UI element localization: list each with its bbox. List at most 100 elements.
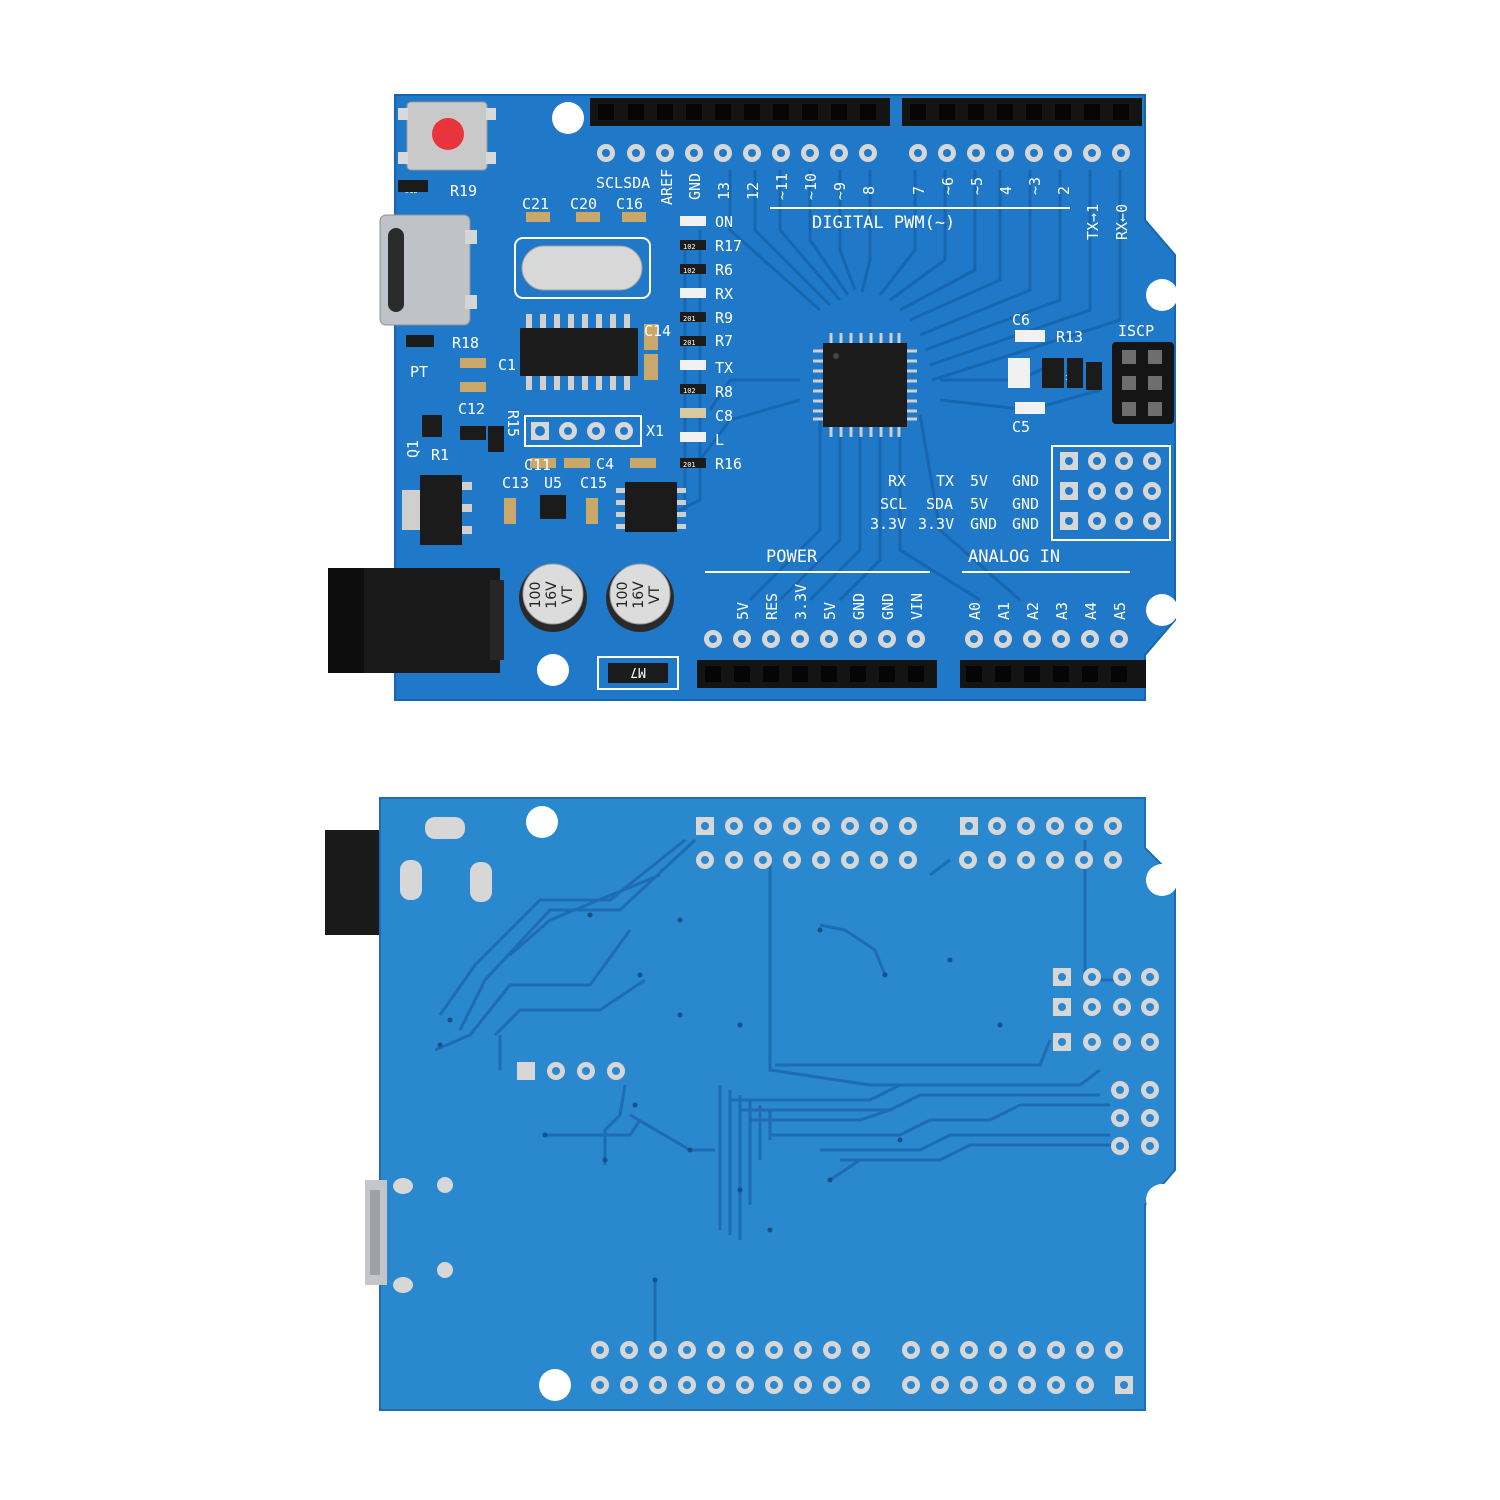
analog-header xyxy=(960,660,1146,688)
diode-m7: M7 xyxy=(597,656,679,690)
top-traces xyxy=(659,170,1122,602)
exp-label: 3.3V xyxy=(918,515,954,533)
cap1-brand: VT xyxy=(560,585,576,604)
exp-label: 3.3V xyxy=(870,515,906,533)
cap2-brand: VT xyxy=(647,585,663,604)
resistor-code: 102 xyxy=(683,267,696,275)
cap2-value: 100 xyxy=(615,582,631,609)
power-analog-pads xyxy=(704,630,1128,648)
header-x1 xyxy=(524,415,642,447)
exp-label: GND xyxy=(1012,472,1039,490)
exp-label: GND xyxy=(1012,495,1039,513)
microcontroller-chip xyxy=(813,333,917,437)
label-r13: R13 xyxy=(1056,328,1083,346)
usb-serial-chip xyxy=(520,314,638,390)
label-r7: R7 xyxy=(715,332,733,350)
pin-label-a2: A2 xyxy=(1024,602,1042,620)
exp-label: SCL xyxy=(880,495,907,513)
label-scl-sda: SCLSDA xyxy=(596,174,650,192)
pin-label-gnd-2: GND xyxy=(879,593,897,620)
cap1-value: 100 xyxy=(528,582,544,609)
label-rx-0: RX←0 xyxy=(1113,204,1131,240)
label-digital-pwm: DIGITAL PWM(~) xyxy=(812,213,955,233)
pin-label-9: ~9 xyxy=(831,182,849,200)
pin-label-13: 13 xyxy=(715,182,733,200)
pin-label-6: ~6 xyxy=(939,177,957,195)
label-iscp: ISCP xyxy=(1118,322,1154,340)
arduino-board-bottom-view xyxy=(325,797,1178,1411)
pin-label-a0: A0 xyxy=(966,602,984,620)
pin-label-11: ~11 xyxy=(773,173,791,200)
pin-label-8: 8 xyxy=(860,186,878,195)
usb-c-connector xyxy=(379,214,477,326)
label-l: L xyxy=(715,431,724,449)
dc-barrel-jack xyxy=(328,568,504,673)
label-r19: R19 xyxy=(450,182,477,200)
regulator-chip-soic8 xyxy=(616,482,686,532)
reset-button-cap[interactable] xyxy=(432,118,464,150)
power-pin-labels: 5V RES 3.3V 5V GND GND VIN xyxy=(734,584,926,620)
power-header xyxy=(697,660,937,688)
label-x1: X1 xyxy=(646,422,664,440)
label-power: POWER xyxy=(766,547,818,567)
pin-label-2: 2 xyxy=(1055,186,1073,195)
label-gnd: GND xyxy=(686,173,704,200)
digital-header-right xyxy=(902,98,1142,126)
exp-label: TX xyxy=(936,472,954,490)
exp-label: SDA xyxy=(926,495,953,513)
label-c16: C16 xyxy=(616,195,643,213)
exp-label: 5V xyxy=(970,495,988,513)
exp-label: GND xyxy=(970,515,997,533)
label-r15: R15 xyxy=(504,410,522,437)
label-r1: R1 xyxy=(431,446,449,464)
mounting-holes xyxy=(537,102,1178,686)
label-c4: C4 xyxy=(596,455,614,473)
label-c8: C8 xyxy=(715,407,733,425)
component-labels: R19 C21 C20 C16 ON R17 R6 RX R9 R7 TX R8… xyxy=(404,182,1154,492)
label-r9: R9 xyxy=(715,309,733,327)
smd-component-column xyxy=(680,216,706,468)
digital-pin-labels: SCLSDA AREF GND 13 12 ~11 ~10 ~9 8 7 ~6 … xyxy=(596,169,1131,240)
x1-underside-pads xyxy=(517,1062,625,1080)
label-r8: R8 xyxy=(715,383,733,401)
pin-label-a4: A4 xyxy=(1082,602,1100,620)
crystal-oscillator xyxy=(514,237,651,299)
pin-label-12: 12 xyxy=(744,182,762,200)
pin-label-5v-2: 5V xyxy=(821,602,839,620)
jack-solder-pads xyxy=(400,817,492,902)
reset-button[interactable] xyxy=(398,101,496,171)
exp-label: GND xyxy=(1012,515,1039,533)
pin-label-a3: A3 xyxy=(1053,602,1071,620)
electrolytic-capacitor-1: 100 16V VT xyxy=(519,563,587,632)
expansion-labels: RX TX 5V GND SCL SDA 5V GND 3.3V 3.3V GN… xyxy=(870,472,1039,533)
dc-jack-underside xyxy=(325,830,385,935)
label-m7: M7 xyxy=(630,664,646,679)
bottom-top-pads xyxy=(696,817,1122,869)
bottom-traces xyxy=(434,838,1130,1350)
pin-label-10: ~10 xyxy=(802,173,820,200)
resistor-code: 201 xyxy=(683,339,696,347)
arduino-board-top-view: 100 16V VT 100 16V VT M7 102 102 201 201… xyxy=(328,94,1178,701)
resistor-code: 102 xyxy=(683,387,696,395)
label-c15: C15 xyxy=(580,474,607,492)
pin-label-4: 4 xyxy=(997,186,1015,195)
label-tx-1: TX→1 xyxy=(1084,204,1102,240)
label-on: ON xyxy=(715,213,733,231)
pin-label-5v: 5V xyxy=(734,602,752,620)
label-r16: R16 xyxy=(715,455,742,473)
label-c13: C13 xyxy=(502,474,529,492)
label-r6: R6 xyxy=(715,261,733,279)
digital-header-left xyxy=(590,98,890,126)
label-c21: C21 xyxy=(522,195,549,213)
vias xyxy=(437,912,1003,1283)
pin-label-7: 7 xyxy=(910,186,928,195)
label-r17: R17 xyxy=(715,237,742,255)
cap2-voltage: 16V xyxy=(631,581,647,609)
usb-solder-pads xyxy=(393,1177,453,1293)
pin-label-3v3: 3.3V xyxy=(792,584,810,620)
cap1-voltage: 16V xyxy=(544,581,560,609)
smd-capacitors xyxy=(398,180,1102,524)
label-c5: C5 xyxy=(1012,418,1030,436)
bottom-mounting-holes xyxy=(526,806,1178,1401)
voltage-regulator xyxy=(402,475,472,545)
